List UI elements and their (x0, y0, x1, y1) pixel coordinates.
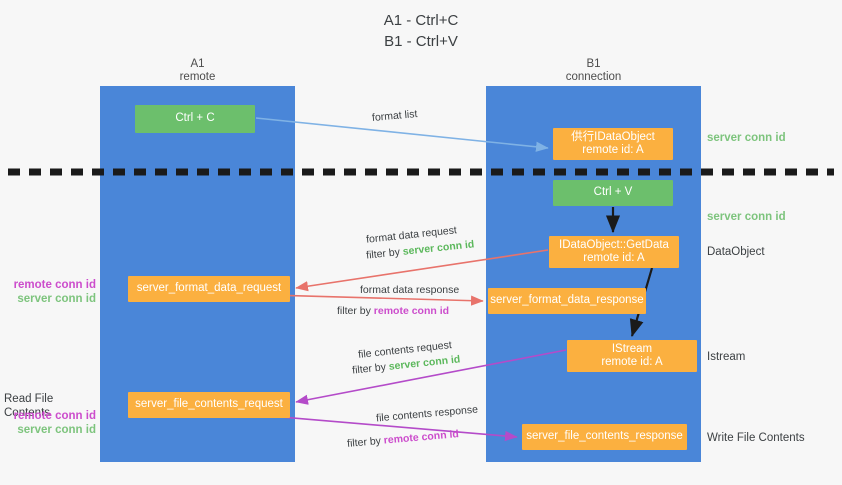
lane-b1-name: B1 (586, 58, 601, 70)
box-getdata-line2: remote id: A (583, 252, 645, 264)
box-idataobject[interactable]: 供行IDataObject remote id: A (553, 128, 673, 160)
box-idataobject-text: 供行IDataObject remote id: A (571, 131, 655, 158)
box-server-file-contents-response-label: server_file_contents_response (526, 430, 683, 443)
box-istream-line2: remote id: A (601, 356, 663, 368)
box-idataobject-line2: remote id: A (582, 144, 644, 156)
title-line-2: B1 - Ctrl+V (384, 33, 458, 50)
lane-header-b1: B1 connection (486, 58, 701, 84)
label-server-conn-id-mid: server conn id (707, 211, 786, 223)
box-getdata-text: IDataObject::GetData remote id: A (559, 239, 669, 266)
label-conn-ids-lower: remote conn id server conn id (8, 409, 96, 437)
box-idataobject-getdata[interactable]: IDataObject::GetData remote id: A (549, 236, 679, 268)
box-server-file-contents-request[interactable]: server_file_contents_request (128, 392, 290, 418)
box-server-format-data-request-label: server_format_data_request (136, 282, 282, 295)
label-server-conn-id-2: server conn id (17, 424, 96, 436)
label-read-file-contents: Read File Contents (4, 393, 54, 419)
label-write-file-contents: Write File Contents (707, 432, 805, 444)
edge-label-format-list: format list (371, 108, 418, 124)
box-istream-text: IStream remote id: A (601, 343, 662, 370)
fcresp-filter-value: remote conn id (383, 428, 460, 447)
fdresp-filter-value: remote conn id (373, 305, 450, 317)
fdreq-filter-prefix: filter by (365, 245, 404, 262)
box-server-format-data-request[interactable]: server_format_data_request (128, 276, 290, 302)
label-server-conn-id-top: server conn id (707, 132, 786, 144)
box-idataobject-line1: 供行IDataObject (571, 130, 655, 143)
label-remote-conn-id-2: remote conn id (13, 410, 96, 422)
box-istream-line1: IStream (611, 342, 653, 355)
label-server-conn-id-1: server conn id (17, 293, 96, 305)
box-getdata-line1: IDataObject::GetData (559, 238, 669, 251)
label-remote-conn-id-1: remote conn id (13, 279, 96, 291)
box-server-file-contents-request-label: server_file_contents_request (135, 398, 283, 411)
box-istream[interactable]: IStream remote id: A (567, 340, 697, 372)
box-server-format-data-response[interactable]: server_format_data_response (488, 288, 646, 314)
box-ctrl-c-label: Ctrl + C (175, 112, 215, 125)
diagram-title: A1 - Ctrl+C B1 - Ctrl+V (0, 10, 842, 52)
box-ctrl-c[interactable]: Ctrl + C (135, 105, 255, 133)
edge-label-format-data-response: format data response (360, 284, 460, 296)
lane-a1-sub: remote (179, 71, 216, 83)
edge-label-file-contents-response: file contents response (375, 403, 479, 425)
lane-a1-name: A1 (190, 58, 205, 70)
box-ctrl-v[interactable]: Ctrl + V (553, 180, 673, 206)
box-ctrl-v-label: Ctrl + V (593, 186, 633, 199)
label-conn-ids-upper: remote conn id server conn id (8, 278, 96, 306)
label-istream: Istream (707, 351, 746, 363)
edge-label-file-contents-response-filter: filter by remote conn id (347, 428, 460, 451)
fdresp-filter-prefix: filter by (337, 305, 374, 317)
lane-b1-sub: connection (565, 71, 622, 83)
fcresp-filter-prefix: filter by (346, 434, 385, 450)
fcreq-filter-prefix: filter by (351, 360, 390, 377)
box-server-format-data-response-label: server_format_data_response (490, 294, 644, 307)
box-server-file-contents-response[interactable]: server_file_contents_response (522, 424, 687, 450)
lane-header-a1: A1 remote (100, 58, 295, 84)
label-dataobject: DataObject (707, 246, 765, 258)
edge-label-format-data-response-filter: filter by remote conn id (337, 305, 449, 318)
title-line-1: A1 - Ctrl+C (383, 12, 459, 29)
